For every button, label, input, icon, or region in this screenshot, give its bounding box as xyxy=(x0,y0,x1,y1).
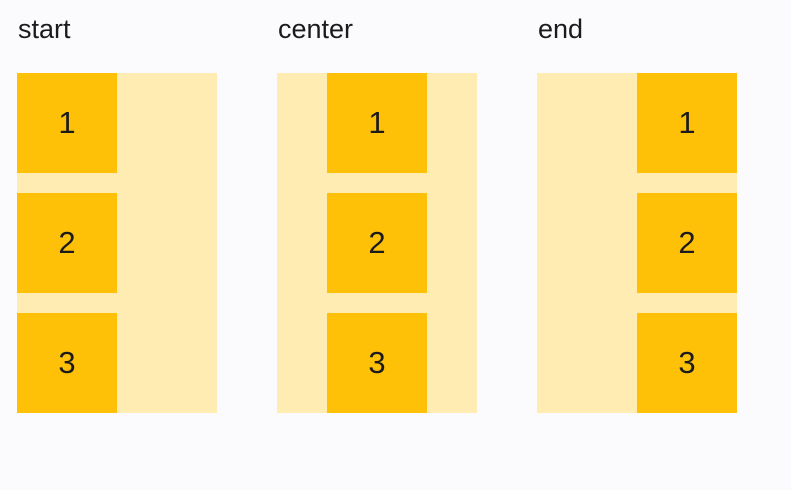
flex-item: 1 xyxy=(17,73,117,173)
alignment-container-center: 1 2 3 xyxy=(277,73,477,413)
flex-item: 3 xyxy=(17,313,117,413)
flex-item: 2 xyxy=(17,193,117,293)
flex-item: 1 xyxy=(637,73,737,173)
flex-item: 2 xyxy=(637,193,737,293)
column-start: start 1 2 3 xyxy=(17,12,217,413)
column-end: end 1 2 3 xyxy=(537,12,737,413)
flex-item: 2 xyxy=(327,193,427,293)
column-center: center 1 2 3 xyxy=(277,12,477,413)
flex-item: 3 xyxy=(637,313,737,413)
alignment-demo: start 1 2 3 center 1 2 3 end 1 2 3 xyxy=(17,12,737,413)
column-label-end: end xyxy=(538,14,584,44)
column-label-center: center xyxy=(278,14,354,44)
flex-item: 3 xyxy=(327,313,427,413)
column-label-start: start xyxy=(18,14,71,44)
alignment-container-end: 1 2 3 xyxy=(537,73,737,413)
flex-item: 1 xyxy=(327,73,427,173)
alignment-container-start: 1 2 3 xyxy=(17,73,217,413)
